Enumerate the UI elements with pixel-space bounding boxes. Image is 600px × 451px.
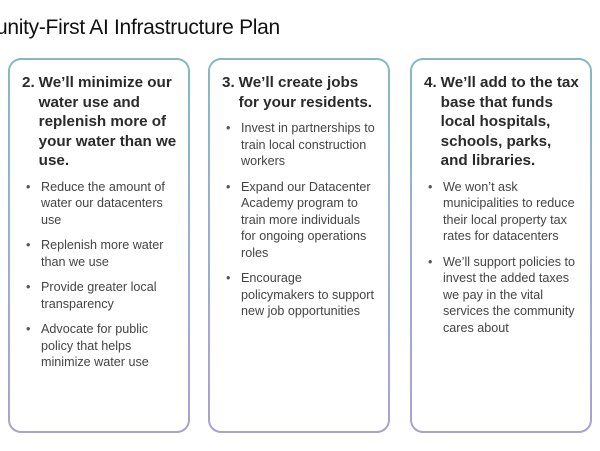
list-item: •We won’t ask municipalities to reduce t… [428, 179, 575, 244]
bullet-icon: • [26, 179, 31, 194]
bullet-icon: • [26, 280, 31, 294]
bullet-list: •Reduce the amount of water our datacent… [22, 179, 178, 371]
card-number: 2. [22, 74, 35, 91]
list-item: •Replenish more water than we use [26, 238, 164, 269]
bullet-icon: • [226, 121, 231, 135]
bullet-icon: • [428, 254, 433, 269]
card-number: 3. [222, 74, 235, 91]
bullet-icon: • [428, 179, 433, 194]
commitment-card-tax-base: 4. We’ll add to the tax base that funds … [410, 58, 592, 433]
list-item: •Expand our Datacenter Academy program t… [226, 179, 371, 260]
bullet-icon: • [226, 179, 231, 194]
card-heading: 2. We’ll minimize our water use and repl… [22, 73, 178, 171]
card-number: 4. [424, 74, 437, 91]
list-item: •We’ll support policies to invest the ad… [428, 254, 576, 335]
bullet-icon: • [26, 322, 31, 336]
card-heading-text: We’ll minimize our water use and repleni… [38, 74, 177, 169]
card-heading-text: We’ll create jobs for your residents. [238, 74, 373, 111]
page-title: unity-First AI Infrastructure Plan [0, 16, 280, 39]
commitment-card-water: 2. We’ll minimize our water use and repl… [8, 58, 190, 433]
bullet-icon: • [26, 238, 31, 252]
card-heading-text: We’ll add to the tax base that funds loc… [440, 74, 579, 169]
list-item: •Advocate for public policy that helps m… [26, 322, 149, 369]
bullet-icon: • [226, 271, 231, 285]
commitment-card-jobs: 3. We’ll create jobs for your residents.… [208, 58, 390, 433]
list-item: •Invest in partnerships to train local c… [226, 121, 375, 168]
card-heading: 3. We’ll create jobs for your residents. [222, 73, 378, 112]
card-heading: 4. We’ll add to the tax base that funds … [424, 73, 580, 171]
list-item: •Provide greater local transparency [26, 280, 157, 311]
list-item: •Reduce the amount of water our datacent… [26, 179, 165, 227]
bullet-list: •Invest in partnerships to train local c… [222, 120, 378, 320]
list-item: •Encourage policymakers to support new j… [226, 271, 374, 318]
bullet-list: •We won’t ask municipalities to reduce t… [424, 179, 580, 337]
